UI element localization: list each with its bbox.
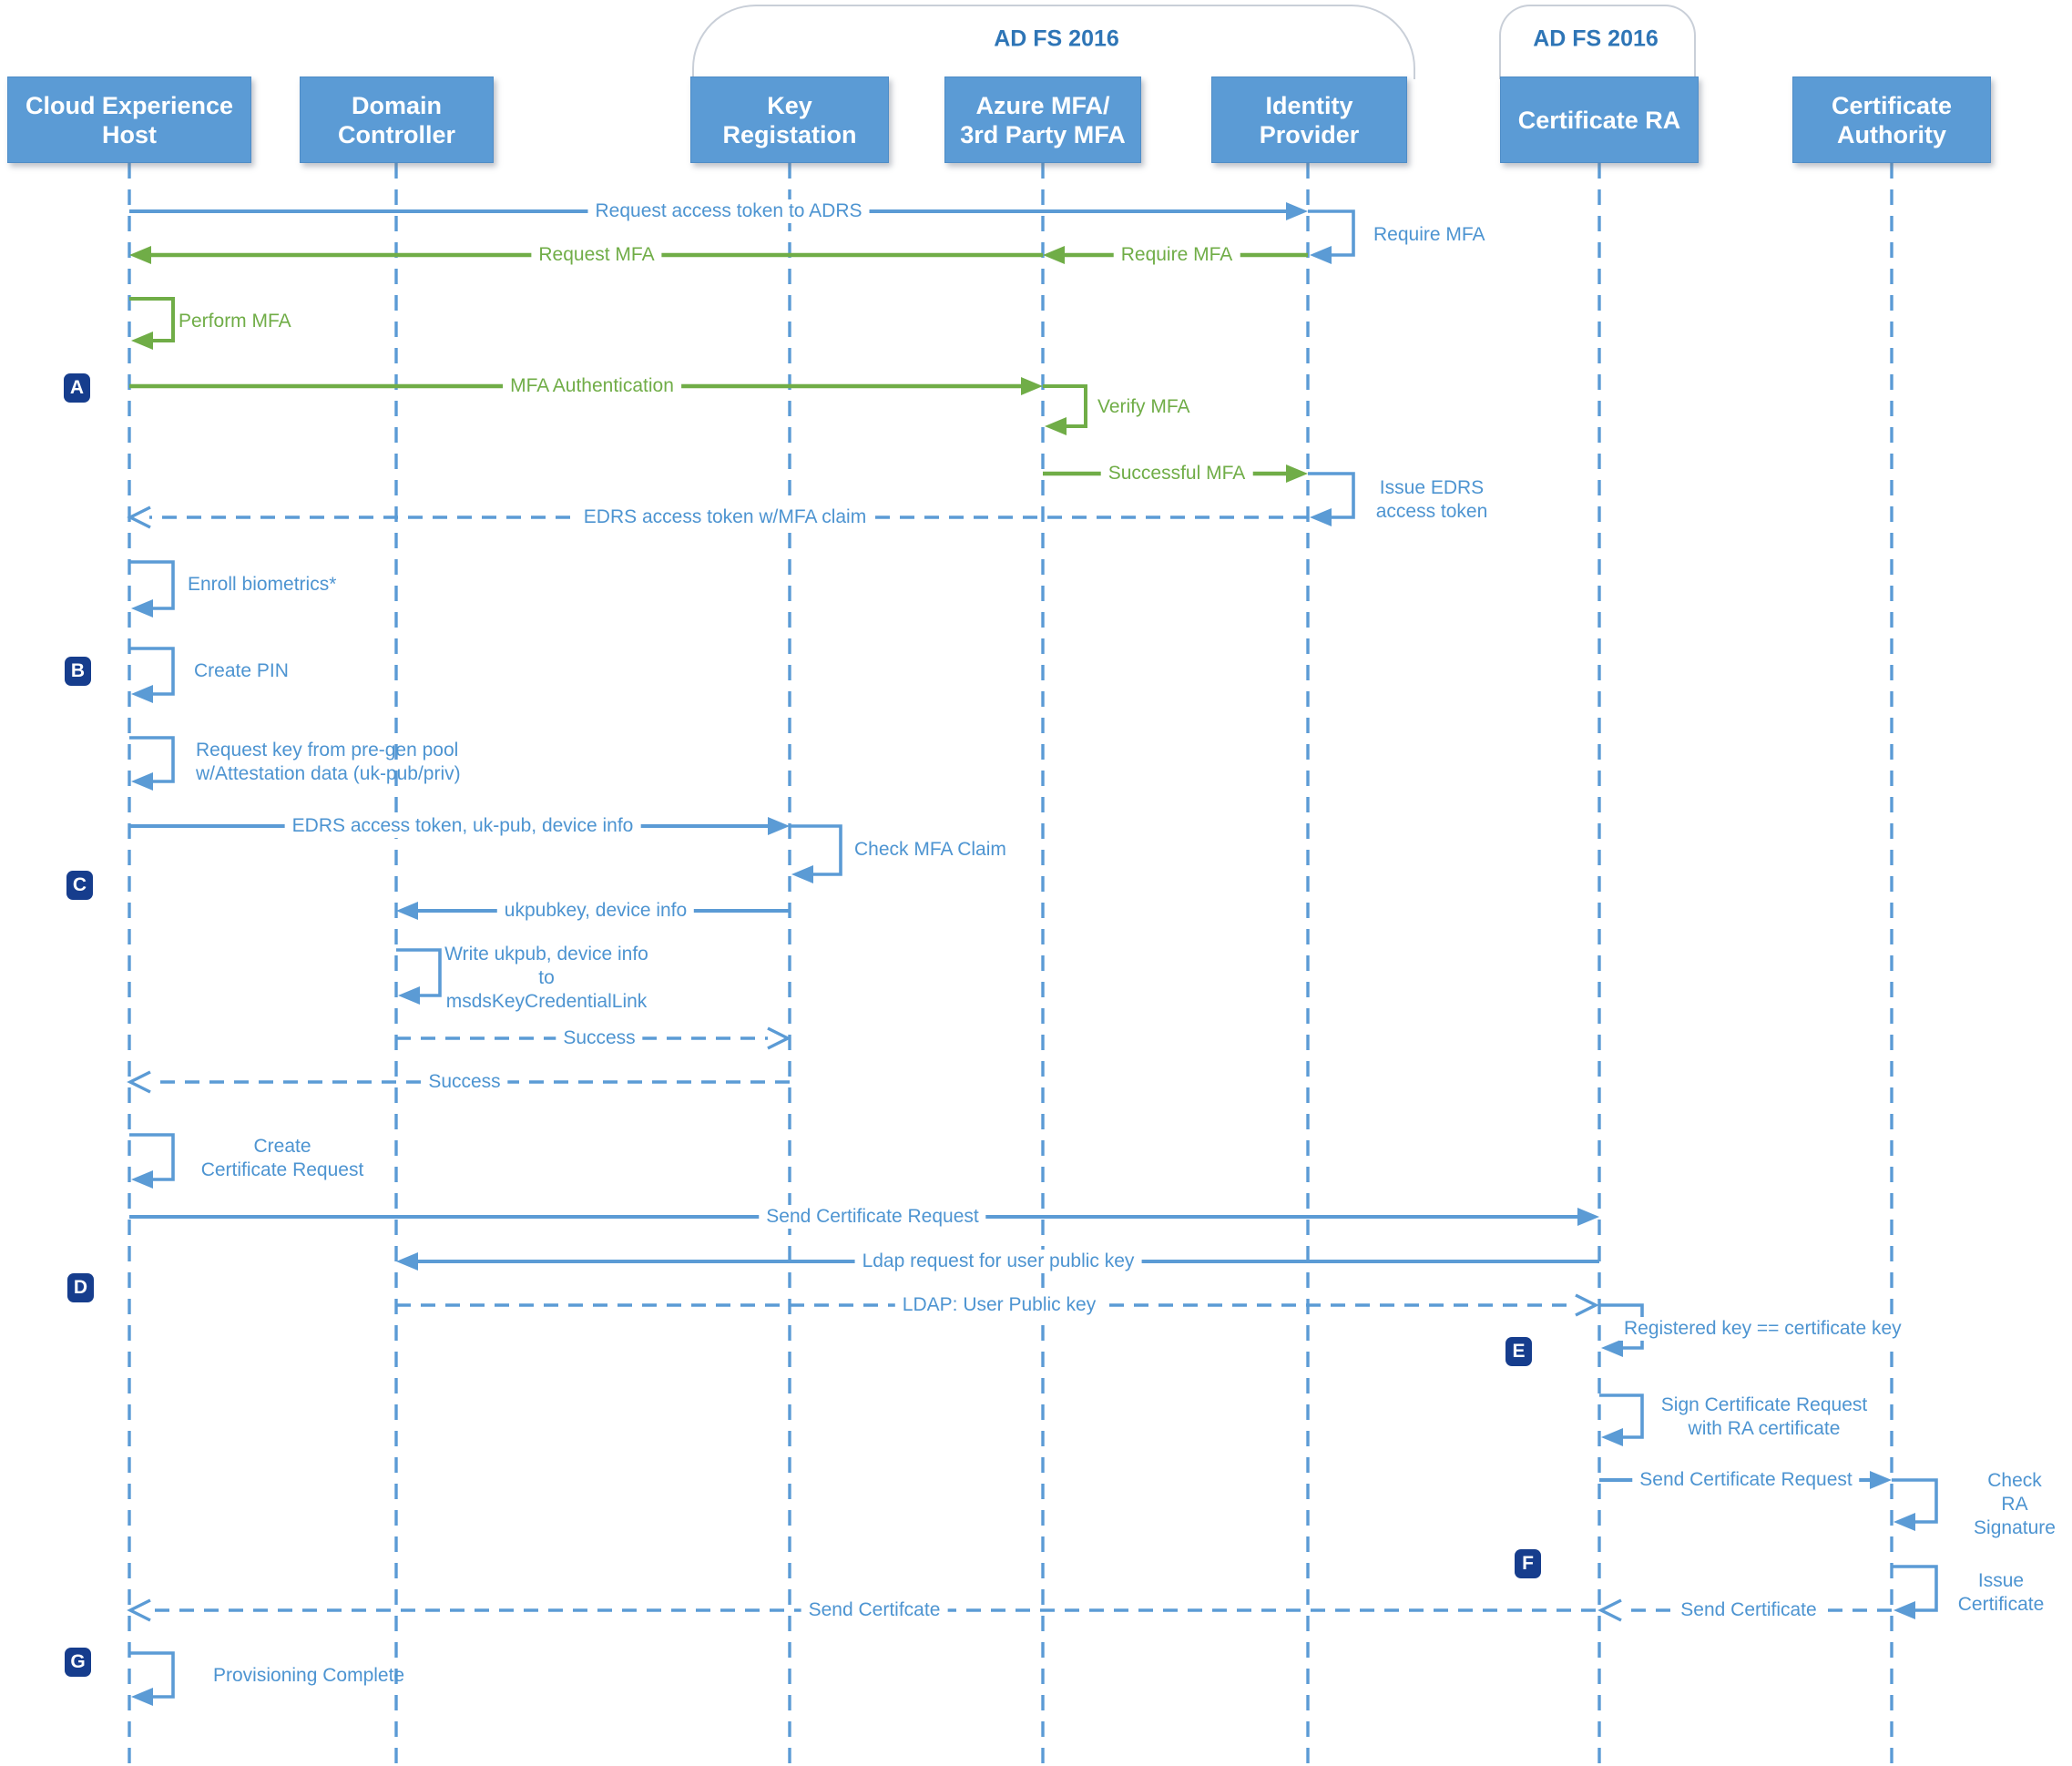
actor-certificate-ra: Certificate RA [1500,77,1699,163]
loop-request-key [129,736,175,791]
label-request-mfa: Request MFA [531,243,662,267]
loop-verify-mfa [1043,384,1087,435]
label-sign-cert-request: Sign Certificate Request with RA certifi… [1660,1394,1868,1439]
step-marker-c: C [66,871,93,900]
loop-write-ukpub [396,948,442,1005]
label-provisioning-complete: Provisioning Complete [213,1665,405,1686]
label-success-dc: Success [556,1026,643,1050]
step-marker-b: B [65,657,91,686]
adfs-group-ra [1499,5,1696,79]
label-successful-mfa: Successful MFA [1100,462,1253,485]
loop-issue-certificate [1892,1565,1938,1619]
loop-check-mfa-claim [790,824,842,883]
loop-enroll-biometrics [129,560,175,618]
step-marker-a: A [64,373,90,403]
actor-identity-provider: Identity Provider [1211,77,1407,163]
adfs-group-ra-label: AD FS 2016 [1533,26,1659,52]
step-marker-g: G [65,1648,91,1677]
adfs-group-main-label: AD FS 2016 [994,26,1119,52]
label-perform-mfa: Perform MFA [179,311,291,332]
actor-certificate-authority: Certificate Authority [1792,77,1991,163]
actor-cloud-experience-host: Cloud Experience Host [7,77,251,163]
label-enroll-biometrics: Enroll biometrics* [188,574,337,595]
loop-sign-cert-request [1599,1393,1644,1446]
label-registered-key: Registered key == certificate key [1619,1317,1906,1341]
adfs-group-main [692,5,1415,79]
label-write-ukpub: Write ukpub, device info to msdsKeyCrede… [444,944,648,1012]
label-success-kr: Success [421,1070,508,1094]
label-request-key: Request key from pre-gen pool w/Attestat… [196,740,461,784]
loop-provisioning-complete [129,1651,175,1706]
loop-check-ra-signature [1892,1478,1938,1531]
label-ldap-request: Ldap request for user public key [854,1250,1142,1273]
step-marker-f: F [1515,1549,1541,1578]
label-edrs-ukpub-device: EDRS access token, uk-pub, device info [284,814,641,838]
label-require-mfa: Require MFA [1113,243,1240,267]
label-issue-certificate: Issue Certificate [1957,1570,2045,1615]
loop-create-cert-request [129,1133,175,1189]
arrow-ldap-user-public-key [396,1293,1599,1317]
label-send-certificate-ra: Send Certifcate [801,1598,948,1622]
actor-domain-controller: Domain Controller [300,77,494,163]
label-check-mfa-claim: Check MFA Claim [854,839,1006,860]
label-create-cert-request: Create Certificate Request [200,1136,364,1180]
label-request-access-token: Request access token to ADRS [587,199,870,223]
label-verify-mfa: Verify MFA [1097,396,1190,417]
label-require-mfa-note: Require MFA [1373,224,1485,245]
step-marker-d: D [67,1273,94,1302]
label-send-certificate-ca: Send Certificate [1673,1598,1824,1622]
step-marker-e: E [1506,1337,1532,1366]
label-send-cert-request: Send Certificate Request [759,1205,986,1229]
loop-create-pin [129,647,175,703]
label-mfa-authentication: MFA Authentication [503,374,681,398]
bracket-require-mfa [1308,209,1355,264]
actor-azure-mfa: Azure MFA/ 3rd Party MFA [944,77,1141,163]
label-send-cert-request-ca: Send Certificate Request [1632,1468,1860,1492]
actor-key-registration: Key Registation [690,77,889,163]
loop-perform-mfa [129,297,175,350]
label-issue-edrs-token: Issue EDRS access token [1375,477,1488,522]
lifelines [128,163,1893,1766]
label-ldap-user-public-key: LDAP: User Public key [894,1293,1104,1317]
label-edrs-token-claim: EDRS access token w/MFA claim [576,505,874,529]
bracket-issue-edrs-token [1308,472,1355,526]
label-check-ra-signature: Check RA Signature [1974,1470,2056,1538]
label-create-pin: Create PIN [194,660,289,681]
label-ukpubkey-device-info: ukpubkey, device info [496,899,695,923]
